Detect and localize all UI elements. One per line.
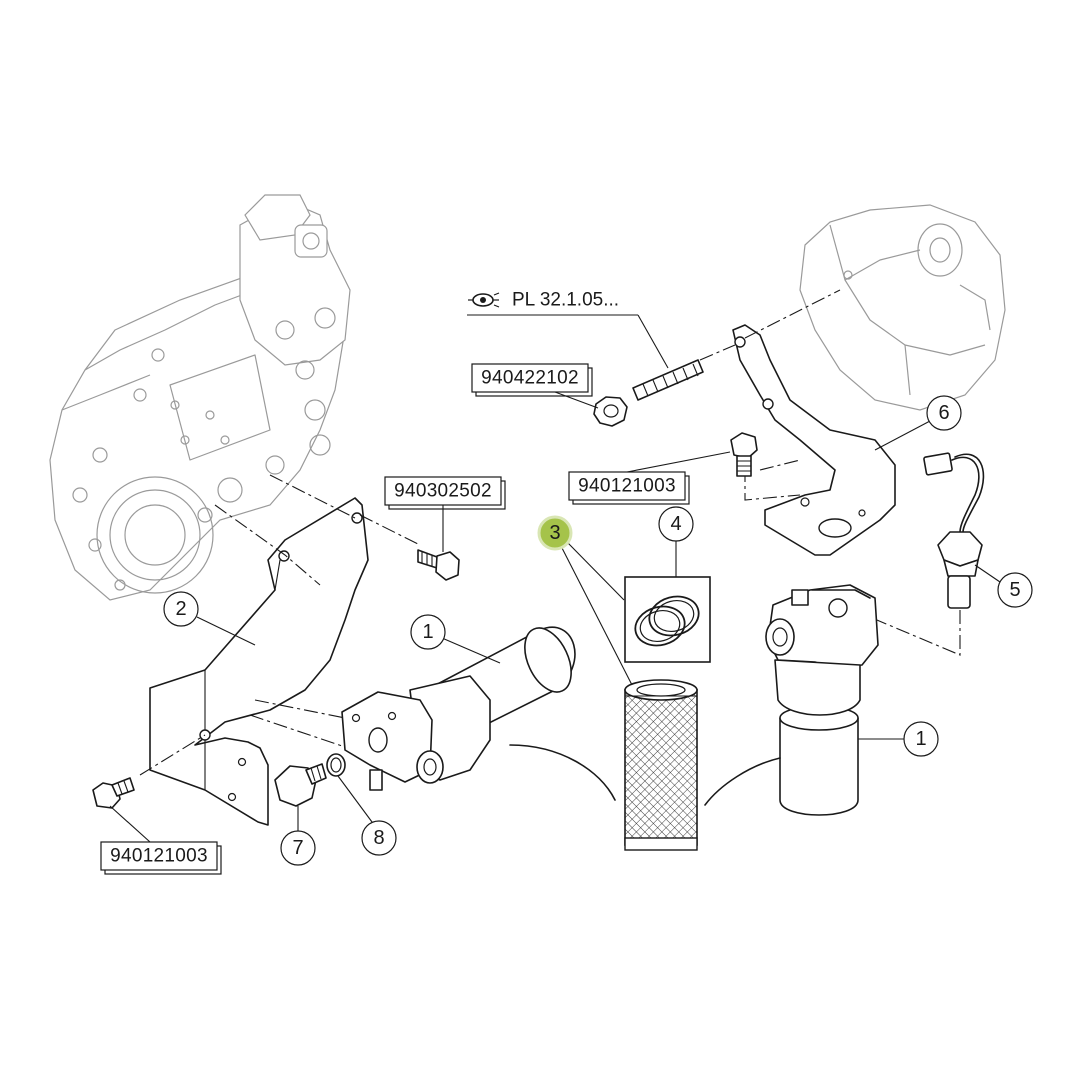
transmission-housing-ghost [49, 194, 351, 601]
callout-8[interactable]: 8 [361, 820, 397, 856]
callout-6[interactable]: 6 [926, 395, 962, 431]
svg-text:5: 5 [1009, 579, 1020, 601]
svg-text:1: 1 [915, 728, 926, 750]
callout-1-left[interactable]: 1 [410, 614, 446, 650]
svg-text:4: 4 [670, 513, 681, 535]
sealing-washer [326, 753, 346, 777]
part-number-940422102[interactable]: 940422102 [471, 363, 599, 409]
svg-text:940422102: 940422102 [481, 368, 579, 389]
reference-text: PL 32.1.05... [512, 290, 619, 311]
callout-2[interactable]: 2 [163, 591, 199, 627]
eye-icon [468, 292, 500, 308]
part-number-940121003-upper[interactable]: 940121003 [568, 451, 731, 505]
svg-text:940302502: 940302502 [394, 481, 492, 502]
svg-text:6: 6 [938, 402, 949, 424]
bolt-bracket-2-upper [417, 549, 460, 581]
callout-1-right[interactable]: 1 [903, 721, 939, 757]
filter-assembly-right [765, 584, 879, 816]
svg-text:2: 2 [175, 598, 186, 620]
callout-4[interactable]: 4 [658, 506, 694, 542]
o-ring-kit [624, 576, 711, 663]
filter-assembly-left [341, 626, 576, 791]
drain-plug [274, 763, 327, 807]
filter-element [624, 679, 698, 851]
svg-text:8: 8 [373, 827, 384, 849]
bolt-bracket-2-lower [92, 777, 135, 809]
part-number-940302502[interactable]: 940302502 [384, 476, 506, 552]
callout-7[interactable]: 7 [280, 830, 316, 866]
stud [632, 359, 704, 401]
svg-text:940121003: 940121003 [578, 476, 676, 497]
callout-5[interactable]: 5 [997, 572, 1033, 608]
pressure-sensor [923, 452, 985, 609]
bolt-bracket-6 [730, 432, 758, 477]
svg-text:940121003: 940121003 [110, 846, 208, 867]
reference-label[interactable]: PL 32.1.05... [467, 290, 669, 369]
svg-text:7: 7 [292, 837, 303, 859]
svg-text:1: 1 [422, 621, 433, 643]
part-number-940121003-lower[interactable]: 940121003 [100, 805, 222, 875]
bracket-6 [732, 324, 896, 556]
svg-text:3: 3 [549, 522, 560, 544]
callout-3-highlighted[interactable]: 3 [537, 515, 573, 551]
engine-block-ghost [799, 204, 1006, 411]
bracket-2 [149, 497, 369, 826]
nut [593, 396, 628, 427]
